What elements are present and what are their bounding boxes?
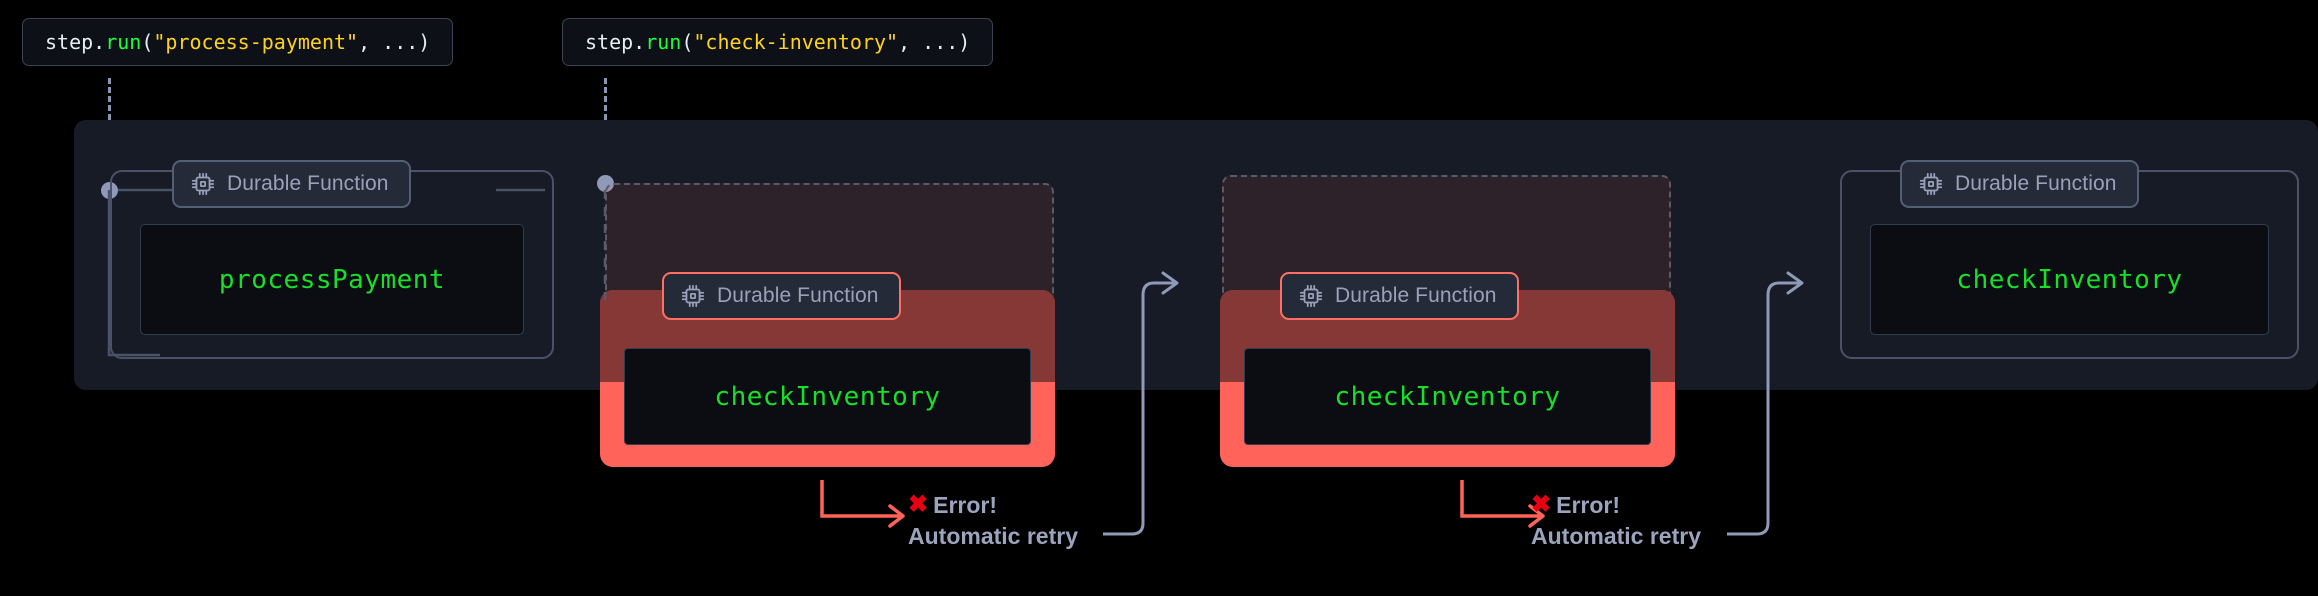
function-code-box: processPayment <box>140 224 524 335</box>
badge-label: Durable Function <box>1955 172 2117 195</box>
error-title-row: ✖ Error! <box>908 493 1078 517</box>
code-token-step: step. <box>585 30 646 54</box>
chip-icon <box>1299 284 1323 308</box>
code-token-tail: , ...) <box>358 30 431 54</box>
durable-function-badge-2[interactable]: Durable Function <box>662 272 901 320</box>
badge-label: Durable Function <box>1335 284 1497 307</box>
error-title-row: ✖ Error! <box>1531 493 1701 517</box>
function-block-check-inventory-success[interactable]: checkInventory <box>1840 170 2299 359</box>
function-name: checkInventory <box>1334 381 1561 412</box>
durable-function-badge-1[interactable]: Durable Function <box>172 160 411 208</box>
code-label-process-payment: step.run("process-payment", ...) <box>22 18 454 66</box>
code-token-run: run <box>105 30 142 54</box>
chip-icon <box>191 172 215 196</box>
code-token-step: step. <box>45 30 106 54</box>
chip-icon <box>681 284 705 308</box>
error-subtitle: Automatic retry <box>1531 523 1701 549</box>
error-x-icon: ✖ <box>908 491 929 518</box>
error-subtitle: Automatic retry <box>908 523 1078 549</box>
error-title: Error! <box>1556 491 1621 518</box>
code-token-open-paren: ( <box>681 30 694 54</box>
durable-function-badge-4[interactable]: Durable Function <box>1900 160 2139 208</box>
badge-label: Durable Function <box>717 284 879 307</box>
error-annotation-1: ✖ Error! Automatic retry <box>908 493 1078 548</box>
error-annotation-2: ✖ Error! Automatic retry <box>1531 493 1701 548</box>
code-label-check-inventory: step.run("check-inventory", ...) <box>562 18 994 66</box>
error-x-icon: ✖ <box>1531 491 1552 518</box>
function-code-box: checkInventory <box>1244 348 1651 445</box>
durable-function-badge-3[interactable]: Durable Function <box>1280 272 1519 320</box>
code-token-open-paren: ( <box>141 30 154 54</box>
code-token-string: "process-payment" <box>153 30 359 54</box>
error-title: Error! <box>933 491 998 518</box>
function-name: processPayment <box>218 264 446 295</box>
badge-label: Durable Function <box>227 172 389 195</box>
chip-icon <box>1919 172 1943 196</box>
code-token-string: "check-inventory" <box>693 30 899 54</box>
function-code-box: checkInventory <box>624 348 1031 445</box>
function-name: checkInventory <box>714 381 941 412</box>
code-token-run: run <box>645 30 682 54</box>
function-name: checkInventory <box>1956 264 2183 295</box>
function-code-box: checkInventory <box>1870 224 2269 335</box>
code-token-tail: , ...) <box>898 30 971 54</box>
